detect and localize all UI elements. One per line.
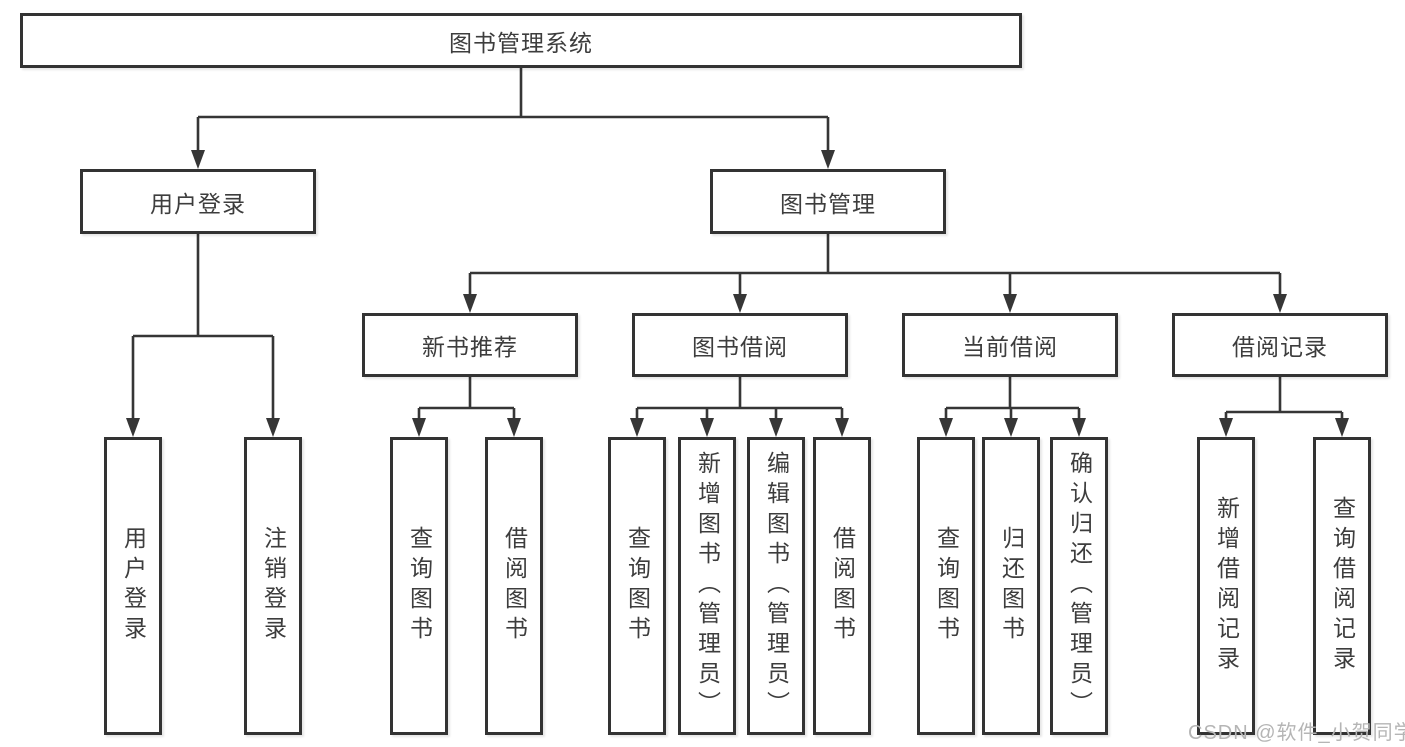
arrowhead [821,150,835,169]
arrowhead [835,418,849,437]
arrowhead [412,418,426,437]
leaf-query-borrow-record: 查询借阅记录 [1313,437,1371,735]
leaf-confirm-return-admin-label: 确认归还（管理员） [1066,451,1093,721]
arrowhead [769,418,783,437]
arrowhead [1273,294,1287,313]
connector-user-login [131,234,275,420]
node-root-label: 图书管理系统 [449,29,593,56]
arrowhead [463,294,477,313]
leaf-borrow-books-recommend: 借阅图书 [485,437,543,735]
arrowhead [1219,418,1233,437]
leaf-confirm-return-admin: 确认归还（管理员） [1050,437,1108,735]
node-current-borrow-label: 当前借阅 [962,334,1058,360]
leaf-borrow-books-recommend-label: 借阅图书 [501,526,528,646]
node-current-borrow: 当前借阅 [902,313,1118,377]
leaf-query-books-borrow: 查询图书 [608,437,666,735]
node-borrow-records: 借阅记录 [1172,313,1388,377]
arrowhead [1003,294,1017,313]
leaf-user-login-label: 用户登录 [120,526,147,646]
node-borrow-records-label: 借阅记录 [1232,334,1328,360]
leaf-borrow-books: 借阅图书 [813,437,871,735]
connector-book-management [468,234,1282,296]
leaf-query-books-borrow-label: 查询图书 [624,526,651,646]
leaf-add-book-admin-label: 新增图书（管理员） [694,451,721,721]
leaf-edit-book-admin-label: 编辑图书（管理员） [763,451,790,721]
leaf-query-books-current: 查询图书 [917,437,975,735]
leaf-logout: 注销登录 [244,437,302,735]
leaf-return-book: 归还图书 [982,437,1040,735]
arrowhead [733,294,747,313]
arrowhead [939,418,953,437]
node-new-book-recommend: 新书推荐 [362,313,578,377]
connector-borrow-records [1224,377,1344,420]
leaf-add-borrow-record: 新增借阅记录 [1197,437,1255,735]
leaf-query-borrow-record-label: 查询借阅记录 [1329,496,1356,676]
arrowhead [126,418,140,437]
arrowhead [630,418,644,437]
leaf-edit-book-admin: 编辑图书（管理员） [747,437,805,735]
leaf-query-books-current-label: 查询图书 [933,526,960,646]
arrowhead [507,418,521,437]
node-new-book-recommend-label: 新书推荐 [422,334,518,360]
connector-root [196,68,830,152]
node-book-borrow-label: 图书借阅 [692,334,788,360]
arrowhead [191,150,205,169]
connector-current-borrow [944,377,1081,420]
arrowhead [266,418,280,437]
node-user-login: 用户登录 [80,169,316,234]
arrowhead [1335,418,1349,437]
connector-new-book [417,377,516,420]
leaf-user-login: 用户登录 [104,437,162,735]
connector-book-borrow [635,377,844,420]
watermark-text: CSDN @软件_小贺同学 [1188,722,1405,744]
node-root: 图书管理系统 [20,13,1022,68]
leaf-borrow-books-label: 借阅图书 [829,526,856,646]
leaf-add-borrow-record-label: 新增借阅记录 [1213,496,1240,676]
node-book-management: 图书管理 [710,169,946,234]
node-book-management-label: 图书管理 [780,190,876,217]
leaf-query-books-recommend: 查询图书 [390,437,448,735]
arrowhead [1072,418,1086,437]
leaf-query-books-recommend-label: 查询图书 [406,526,433,646]
node-book-borrow: 图书借阅 [632,313,848,377]
arrowhead [1004,418,1018,437]
arrowhead [700,418,714,437]
leaf-logout-label: 注销登录 [260,526,287,646]
node-user-login-label: 用户登录 [150,190,246,217]
leaf-add-book-admin: 新增图书（管理员） [678,437,736,735]
leaf-return-book-label: 归还图书 [998,526,1025,646]
